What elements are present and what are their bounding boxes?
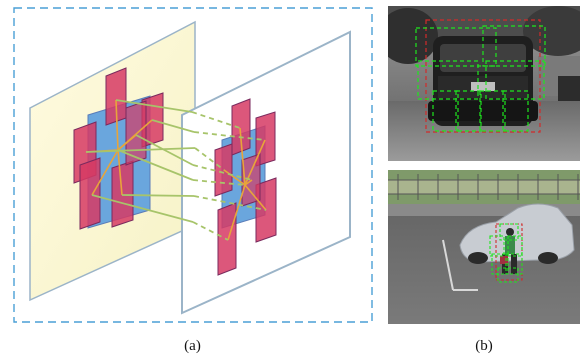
left-part-5 — [125, 100, 147, 166]
correspondence-lines-hidden — [191, 111, 267, 241]
pedestrian-image — [388, 170, 580, 324]
right-part-head — [231, 98, 251, 156]
panel-b-car-rear-photo — [388, 6, 580, 161]
part-model-diagram — [13, 7, 373, 323]
right-plane — [181, 30, 351, 315]
panel-b-pedestrian-photo — [388, 170, 580, 324]
pedestrian — [500, 228, 517, 274]
correspondence-lines — [85, 99, 196, 223]
caption-b: (b) — [475, 338, 493, 354]
right-part-2 — [255, 111, 276, 167]
right-part-model — [214, 98, 277, 276]
part-detection-boxes — [415, 25, 546, 132]
left-springs — [85, 99, 153, 196]
dashed-frame — [13, 7, 373, 323]
part-detection-boxes — [489, 223, 523, 283]
left-part-3 — [79, 157, 101, 230]
root-detection-box — [495, 223, 523, 281]
panel-a-diagram — [13, 7, 373, 323]
car-rear-image — [388, 6, 580, 161]
root-detection-box — [425, 19, 541, 133]
caption-a: (a) — [184, 338, 201, 354]
